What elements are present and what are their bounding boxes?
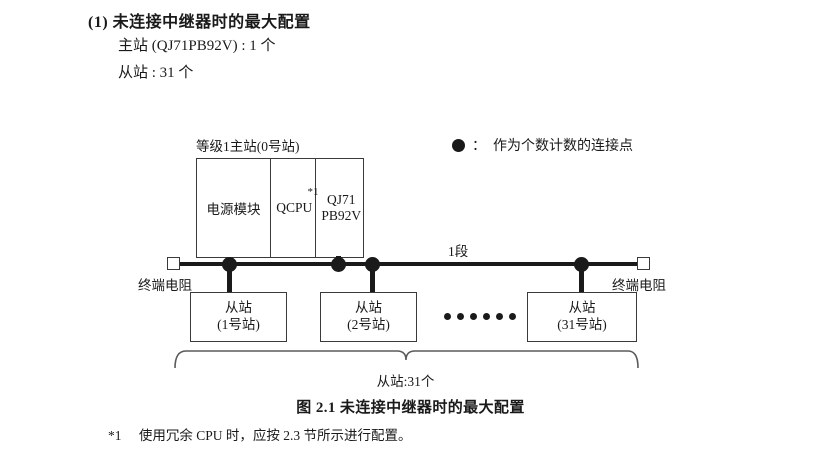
- slave-station-31-label-line1: 从站: [568, 300, 596, 316]
- slave-drop-lead-31: [579, 263, 584, 293]
- slave-group-caption: 从站:31个: [0, 370, 821, 390]
- ellipsis-dot: [509, 313, 516, 320]
- terminal-resistor-right-label: 终端电阻: [612, 278, 666, 293]
- slave-station-1: 从站 (1号站): [190, 292, 287, 342]
- ellipsis-dot: [444, 313, 451, 320]
- terminal-resistor-left-icon: [167, 257, 180, 270]
- terminal-resistor-left-label: 终端电阻: [138, 278, 192, 293]
- master-count-line: 主站 (QJ71PB92V) : 1 个: [118, 38, 276, 54]
- legend-label: 作为个数计数的连接点: [493, 139, 633, 154]
- power-supply-module-slot: 电源模块: [197, 159, 270, 257]
- slave-drop-lead-2: [370, 263, 375, 293]
- slave-station-31-label-line2: (31号站): [557, 317, 607, 332]
- segment-label: 1段: [448, 244, 469, 259]
- slave-ellipsis: [444, 313, 516, 320]
- slave-station-2: 从站 (2号站): [320, 292, 417, 342]
- ellipsis-dot: [496, 313, 503, 320]
- cpu-footnote-marker: *1: [307, 186, 319, 198]
- footnote: *1 使用冗余 CPU 时，应按 2.3 节所示进行配置。: [108, 424, 412, 444]
- network-module-label-line1: QJ71: [327, 192, 356, 208]
- network-module-slot: QJ71 PB92V: [316, 159, 363, 257]
- legend: ： 作为个数计数的连接点: [452, 135, 633, 155]
- slave-station-2-label-line2: (2号站): [347, 317, 390, 332]
- power-supply-module-label: 电源模块: [206, 202, 261, 217]
- bus-trunk-line: [178, 262, 644, 266]
- cpu-module-slot: QCPU *1: [270, 159, 319, 257]
- footnote-marker: *1: [108, 428, 122, 443]
- section-heading: (1) 未连接中继器时的最大配置: [88, 14, 311, 31]
- slave-count-line: 从站 : 31 个: [118, 65, 194, 81]
- bus-connection-dot-master: [331, 257, 346, 272]
- figure-caption: 图 2.1 未连接中继器时的最大配置: [296, 400, 525, 416]
- slave-station-31: 从站 (31号站): [527, 292, 637, 342]
- network-module-label-line2: PB92V: [321, 208, 362, 223]
- connection-point-dot-icon: [452, 138, 465, 152]
- master-rack-label: 等级1主站(0号站): [196, 139, 300, 154]
- ellipsis-dot: [483, 313, 490, 320]
- ellipsis-dot: [470, 313, 477, 320]
- slave-drop-lead-1: [227, 263, 232, 293]
- slave-group-brace: [174, 350, 639, 369]
- slave-station-2-label-line1: 从站: [355, 300, 382, 316]
- master-rack: 电源模块 QCPU *1 QJ71 PB92V: [196, 158, 364, 258]
- terminal-resistor-right-icon: [637, 257, 650, 270]
- footnote-text: 使用冗余 CPU 时，应按 2.3 节所示进行配置。: [138, 428, 412, 443]
- legend-separator: ：: [472, 139, 486, 154]
- slave-station-1-label-line2: (1号站): [217, 317, 260, 332]
- slave-group-caption-text: 从站:31个: [376, 374, 435, 389]
- slave-station-1-label-line1: 从站: [225, 300, 252, 316]
- cpu-module-label: QCPU: [276, 200, 313, 215]
- ellipsis-dot: [457, 313, 464, 320]
